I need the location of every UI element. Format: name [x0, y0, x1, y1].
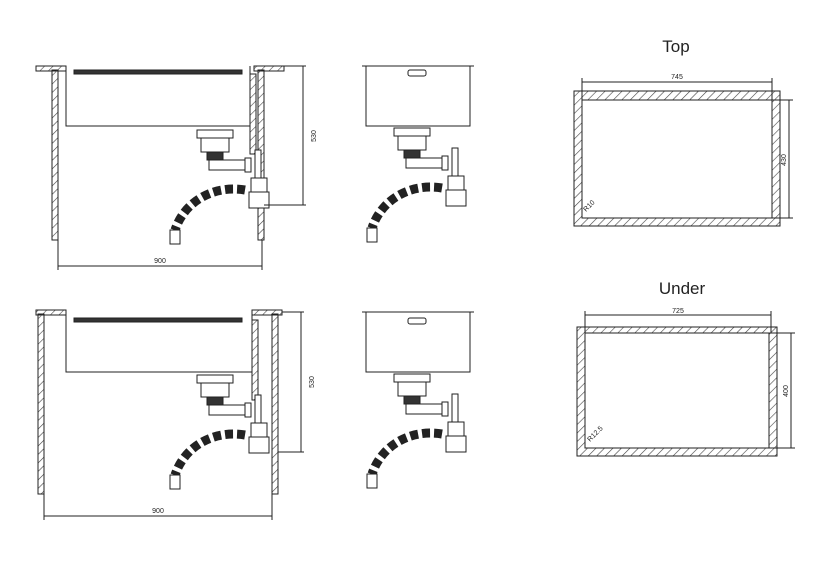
side-view-2-width-label: 900: [152, 508, 164, 515]
side-view-1-width-label: 900: [154, 258, 166, 265]
side-view-2-height-label: 530: [309, 376, 316, 388]
cutout-top-radius-label: R10: [582, 199, 596, 213]
cutout-top-height-label: 430: [781, 154, 788, 166]
cutout-under-radius-label: R12.5: [586, 425, 604, 443]
cutout-top-width-label: 745: [671, 74, 683, 81]
cutout-top-frame: [573, 78, 793, 227]
cutout-under-frame: [576, 311, 795, 457]
side-view-2: [35, 309, 304, 520]
cutout-under-height-label: 400: [783, 385, 790, 397]
cutout-top-title: Top: [662, 37, 689, 56]
front-view-2: [362, 311, 474, 488]
side-view-1-height-label: 530: [311, 130, 318, 142]
side-view-1: [35, 65, 306, 270]
cutout-under-width-label: 725: [672, 308, 684, 315]
front-view-1: [362, 65, 474, 242]
cutout-under-title: Under: [659, 279, 706, 298]
